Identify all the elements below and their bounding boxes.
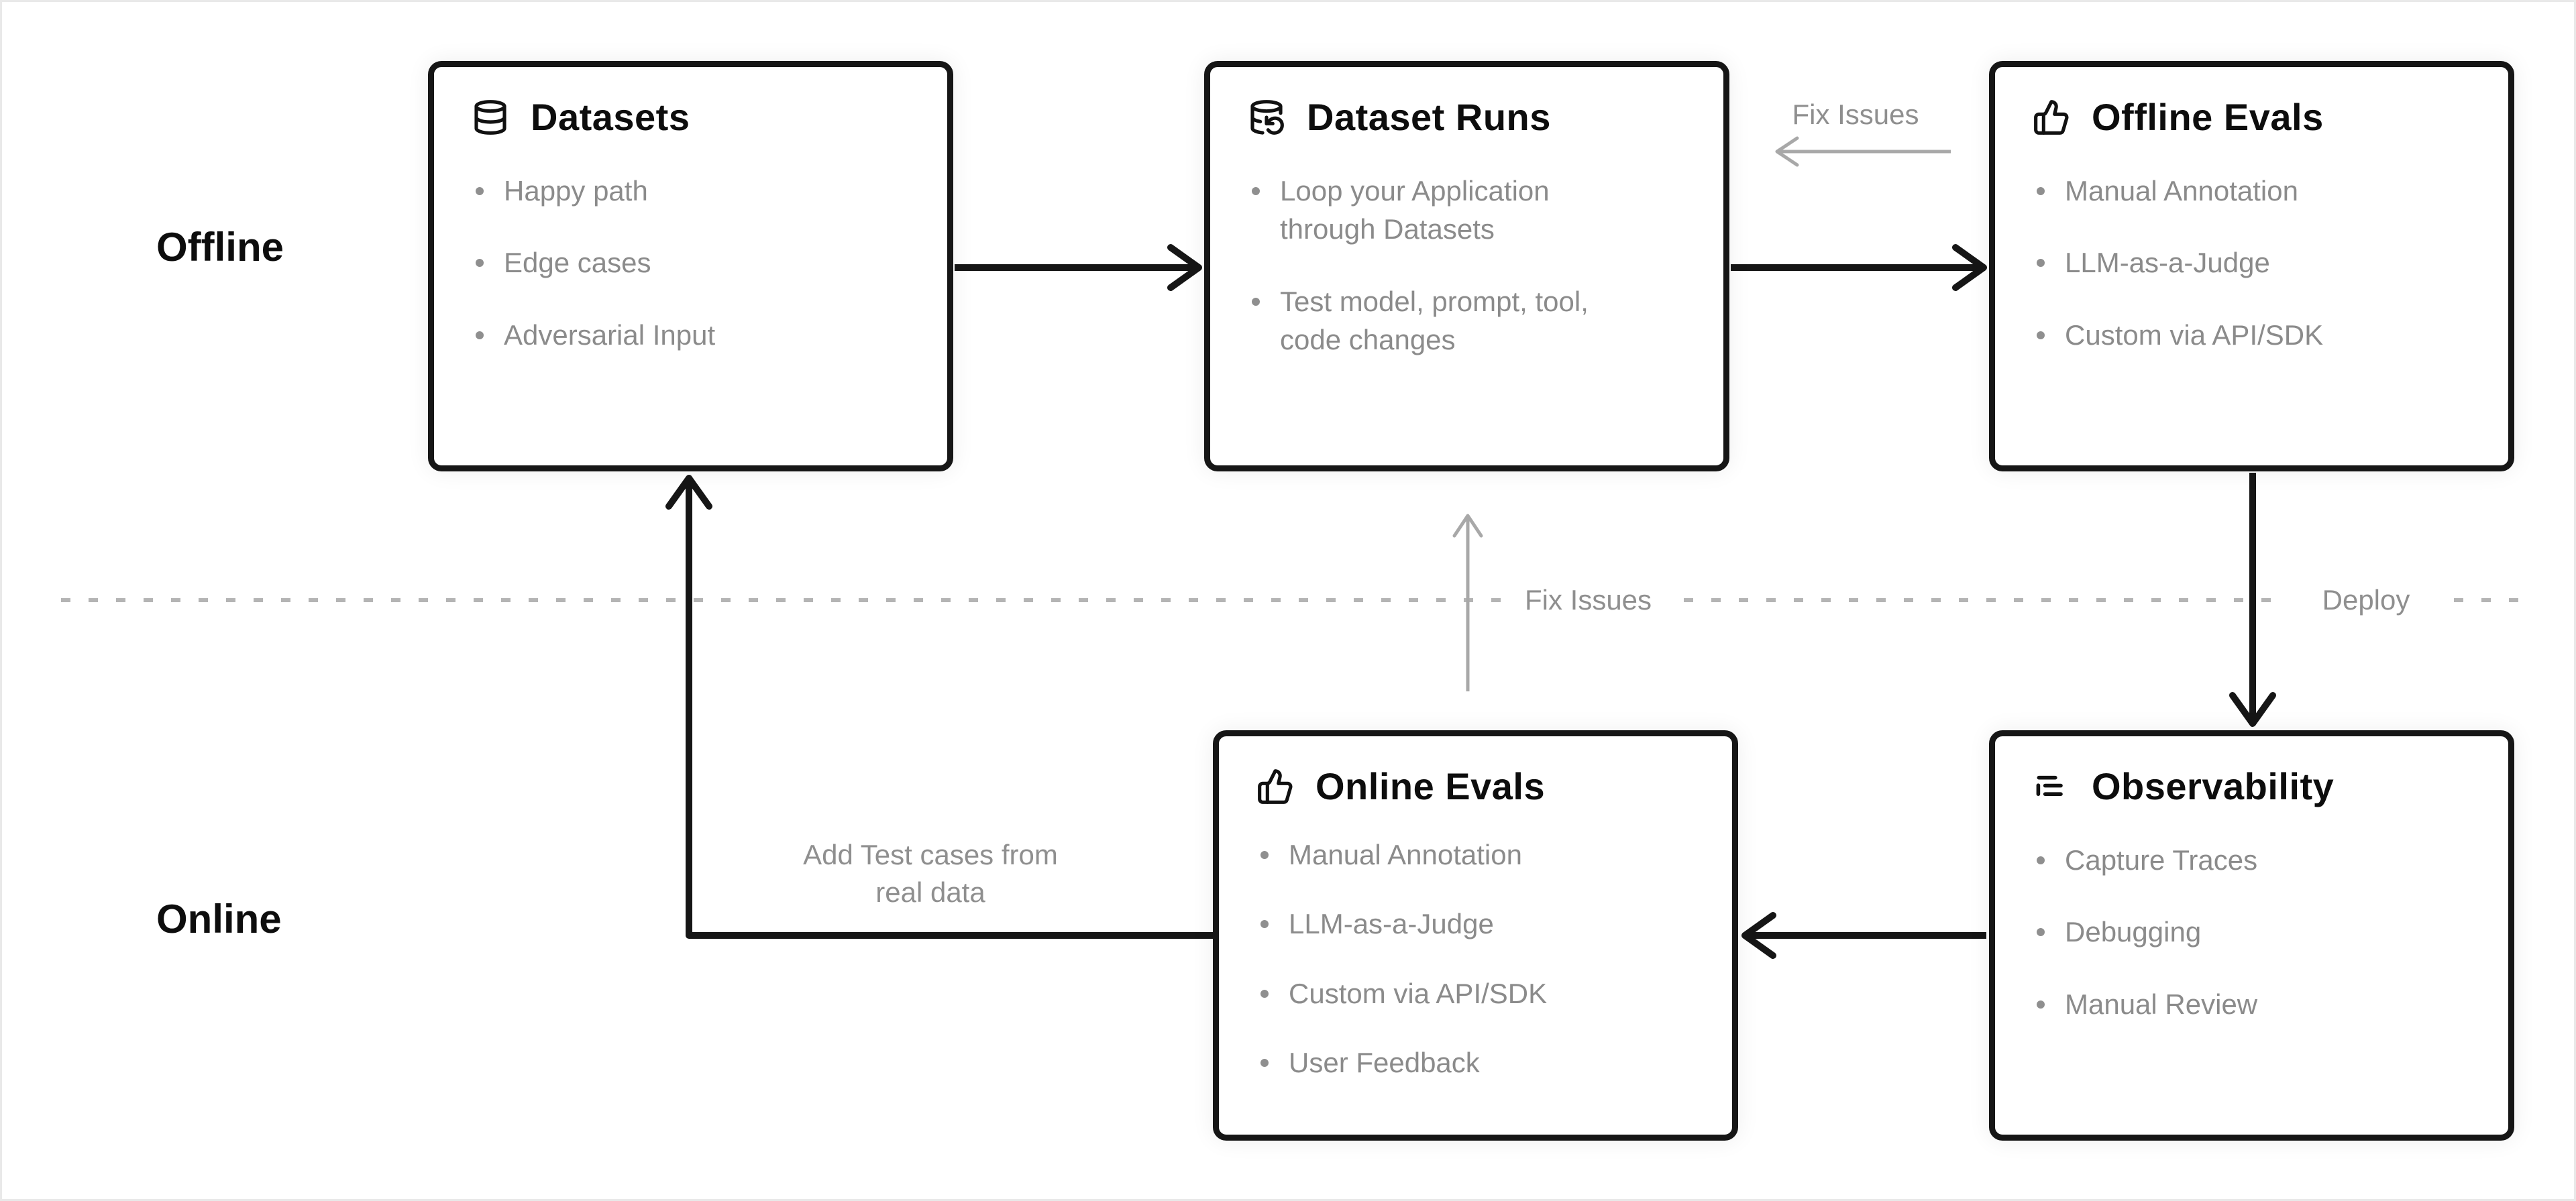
bullet-dot [2037, 331, 2045, 339]
list-item: Test model, prompt, tool, code changes [1248, 282, 1693, 359]
list-item: Manual Annotation [1256, 836, 1701, 874]
bullet-dot [2037, 1000, 2045, 1009]
box-title: Observability [2092, 765, 2334, 807]
online-evals-box-title-row: Online Evals [1256, 766, 1701, 807]
bullet-dot [1260, 850, 1269, 859]
list-item: Edge cases [472, 243, 916, 282]
list-item: Custom via API/SDK [1256, 974, 1701, 1013]
list-item: Manual Annotation [2033, 172, 2477, 211]
bullet-dot [2037, 856, 2045, 864]
fix-issues-label-middle: Fix Issues [1510, 581, 1667, 619]
offline-evals-box-title-row: Offline Evals [2033, 97, 2477, 138]
list-item: Loop your Application through Datasets [1248, 172, 1693, 249]
online-evals-box: Online Evals Manual Annotation LLM-as-a-… [1213, 730, 1738, 1141]
add-test-cases-label: Add Test cases from real data [803, 839, 1058, 908]
dataset-runs-box-title-row: Dataset Runs [1248, 97, 1693, 138]
bullet-dot [1252, 297, 1260, 306]
bullet-dot [476, 186, 484, 195]
offline-section-label: Offline [156, 225, 284, 270]
thumbs-up-icon [2033, 99, 2070, 136]
bullet-dot [2037, 928, 2045, 937]
bullet-dot [476, 331, 484, 339]
box-title: Datasets [531, 96, 690, 138]
bullet-dot [2037, 186, 2045, 195]
bullet-dot [1260, 989, 1269, 998]
fix-issues-label-top: Fix Issues [1792, 99, 1919, 130]
observability-box: Observability Capture Traces Debugging M… [1989, 730, 2514, 1141]
online-section-label: Online [156, 897, 282, 941]
offline-evals-box: Offline Evals Manual Annotation LLM-as-a… [1989, 61, 2514, 471]
logs-icon [2033, 768, 2070, 805]
box-title: Dataset Runs [1307, 96, 1551, 138]
list-item: LLM-as-a-Judge [2033, 243, 2477, 282]
list-item: Happy path [472, 172, 916, 211]
list-item: User Feedback [1256, 1043, 1701, 1082]
bullet-dot [2037, 259, 2045, 268]
database-icon [472, 99, 509, 136]
list-item: Adversarial Input [472, 316, 916, 355]
box-title: Online Evals [1316, 765, 1546, 807]
list-item: Capture Traces [2033, 841, 2477, 880]
database-backup-icon [1248, 99, 1285, 136]
bullet-dot [476, 259, 484, 268]
list-item: Custom via API/SDK [2033, 316, 2477, 355]
box-title: Offline Evals [2092, 96, 2324, 138]
list-item: LLM-as-a-Judge [1256, 905, 1701, 943]
deploy-label: Deploy [2286, 581, 2447, 619]
thumbs-up-icon [1256, 768, 1294, 805]
datasets-box-title-row: Datasets [472, 97, 916, 138]
list-item: Debugging [2033, 913, 2477, 952]
bullet-dot [1252, 186, 1260, 195]
datasets-box: Datasets Happy path Edge cases Adversari… [428, 61, 953, 471]
observability-box-title-row: Observability [2033, 766, 2477, 807]
dataset-runs-box: Dataset Runs Loop your Application throu… [1204, 61, 1729, 471]
list-item: Manual Review [2033, 985, 2477, 1024]
bullet-dot [1260, 1059, 1269, 1068]
bullet-dot [1260, 920, 1269, 929]
